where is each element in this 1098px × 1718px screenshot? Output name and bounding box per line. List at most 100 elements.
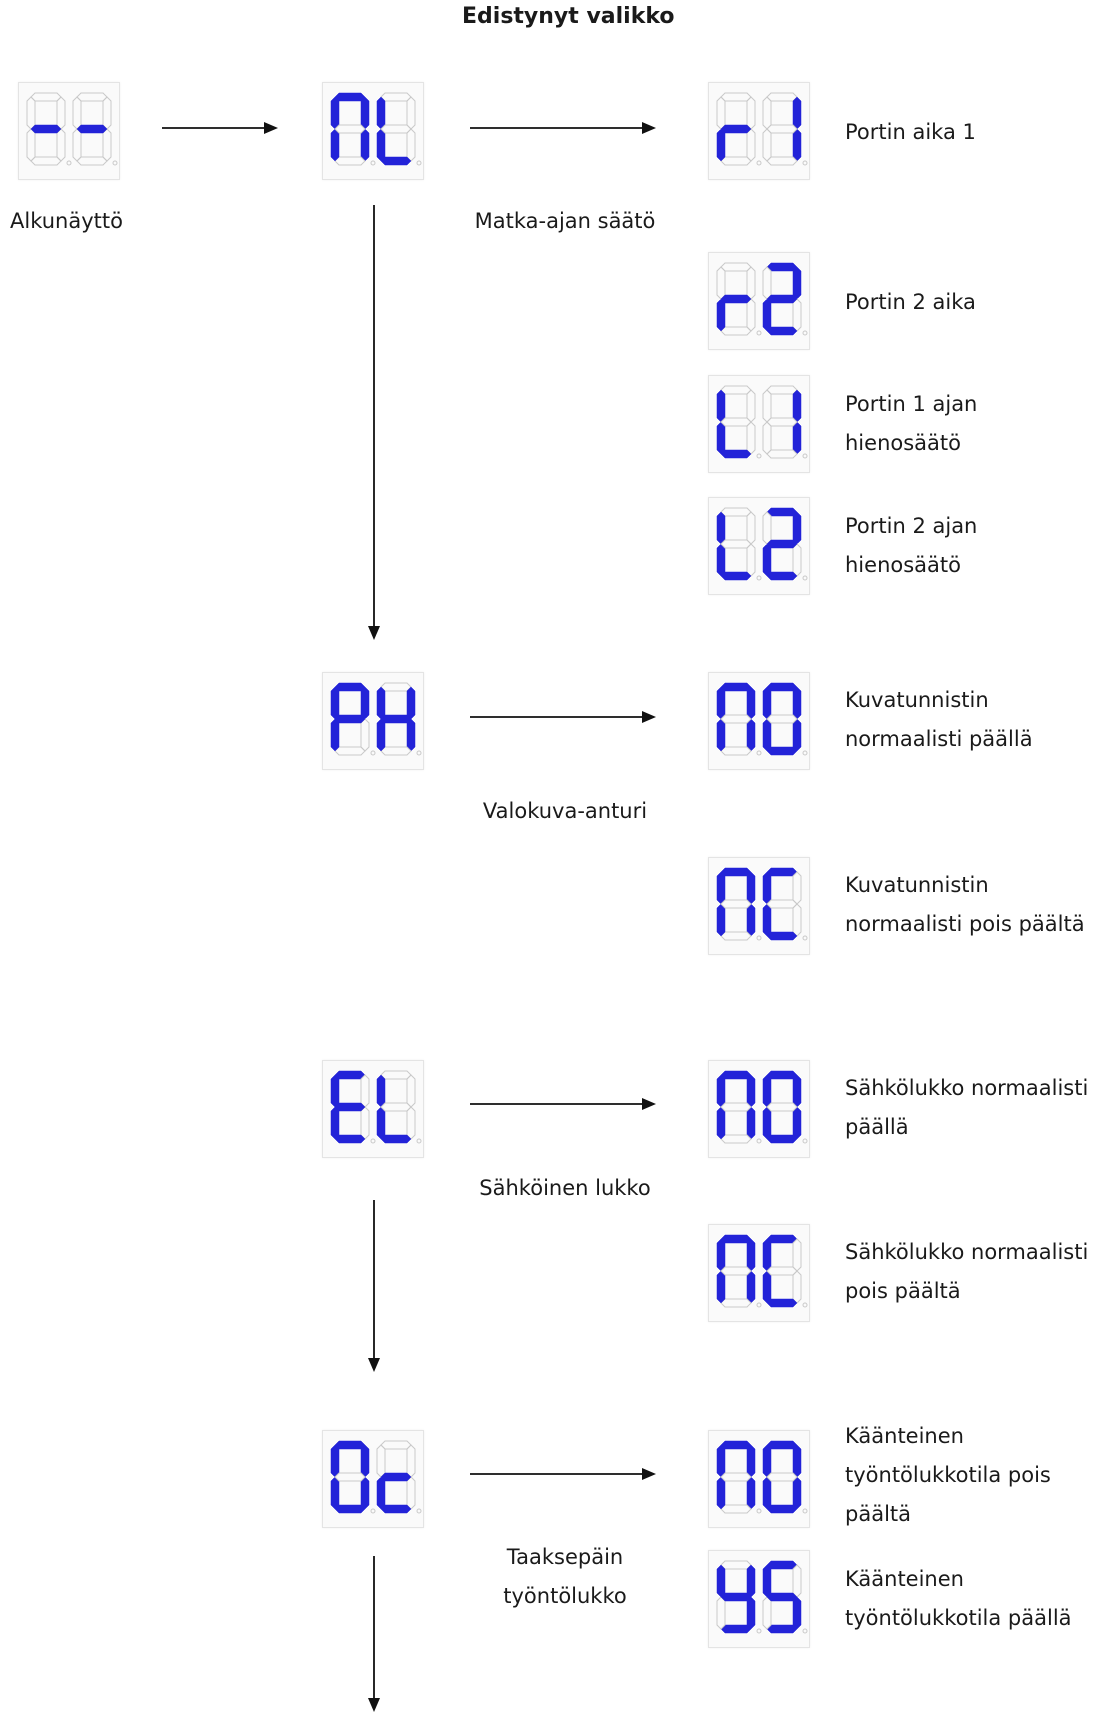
segment-f-on <box>762 1444 772 1478</box>
segment-c-off <box>56 128 66 162</box>
segment-a-off <box>720 1560 752 1570</box>
menu-label-travel-time: Matka-ajan säätö <box>474 209 656 233</box>
segment-b-on <box>792 686 802 720</box>
segment-c-on <box>792 1596 802 1630</box>
segment-e-on <box>762 903 772 937</box>
arrowhead <box>368 1358 380 1372</box>
segment-f-off <box>716 96 726 130</box>
segment-a-on <box>766 867 798 877</box>
segment-e-on <box>762 298 772 332</box>
segment-c-off <box>360 718 370 752</box>
arrow-reverse-push-lock-continue <box>368 1556 380 1712</box>
segment-g-on <box>720 124 752 134</box>
segment-e-on <box>762 543 772 577</box>
segment-c-on <box>792 1106 802 1140</box>
segment-f-off <box>762 389 772 423</box>
decimal-point <box>802 935 808 941</box>
segment-c-on <box>746 1270 756 1304</box>
segment-g-on <box>720 294 752 304</box>
decimal-point <box>756 575 762 581</box>
segment-f-off <box>26 96 36 130</box>
segment-f-off <box>376 1444 386 1478</box>
display-option-l1 <box>708 375 810 473</box>
segment-g-off <box>720 417 752 427</box>
segment-d-off <box>766 449 798 459</box>
segment-a-on <box>766 1440 798 1450</box>
segment-b-on <box>792 266 802 300</box>
seven-segment-digits <box>716 507 808 581</box>
segment-f-on <box>716 1564 726 1598</box>
seven-segment-digits <box>716 92 808 166</box>
segment-d-off <box>720 931 752 941</box>
segment-d-on <box>766 1298 798 1308</box>
segment-f-on <box>376 1074 386 1108</box>
segment-d-on <box>766 571 798 581</box>
arrowhead <box>642 711 656 723</box>
segment-g-off <box>766 417 798 427</box>
segment-d-on <box>766 326 798 336</box>
segment-e-on <box>330 1476 340 1510</box>
segment-a-on <box>766 682 798 692</box>
arrowhead <box>368 626 380 640</box>
segment-d-off <box>76 156 108 166</box>
segment-e-off <box>72 128 82 162</box>
display-menu-photo-sensor <box>322 672 424 770</box>
arrow-start-to-travel-time <box>162 122 278 134</box>
segment-a-off <box>76 92 108 102</box>
segment-f-on <box>376 686 386 720</box>
segment-a-off <box>720 385 752 395</box>
display-option-l2 <box>708 497 810 595</box>
segment-g-off <box>766 1472 798 1482</box>
arrowhead <box>264 122 278 134</box>
seven-segment-digits <box>716 1560 808 1634</box>
display-menu-reverse-push-lock <box>322 1430 424 1528</box>
segment-d-off <box>720 1134 752 1144</box>
segment-f-off <box>762 511 772 545</box>
segment-a-off <box>766 92 798 102</box>
decimal-point <box>756 330 762 336</box>
segment-c-on <box>746 718 756 752</box>
option-text-l2: Portin 2 ajan hienosäätö <box>845 514 978 577</box>
segment-g-off <box>766 124 798 134</box>
segment-b-on <box>746 1564 756 1598</box>
segment-e-on <box>376 128 386 162</box>
segment-e-off <box>762 421 772 455</box>
segment-g-off <box>334 1472 366 1482</box>
segment-c-on <box>360 1476 370 1510</box>
segment-g-off <box>334 124 366 134</box>
arrow-electric-lock-to-options <box>470 1098 656 1110</box>
option-text-lock-no: Sähkölukko normaalisti päällä <box>845 1076 1089 1139</box>
decimal-point <box>416 750 422 756</box>
segment-d-off <box>720 156 752 166</box>
seven-segment-digits <box>716 1440 808 1514</box>
segment-f-on <box>762 1238 772 1272</box>
segment-f-on <box>762 1564 772 1598</box>
segment-f-on <box>716 686 726 720</box>
segment-g-on <box>334 714 366 724</box>
segment-d-on <box>720 571 752 581</box>
decimal-point <box>370 750 376 756</box>
segment-e-on <box>716 718 726 752</box>
segment-b-on <box>792 1074 802 1108</box>
segment-d-on <box>380 1134 412 1144</box>
option-text-photo-nc: Kuvatunnistin normaalisti pois päältä <box>845 873 1085 936</box>
segment-a-off <box>380 1070 412 1080</box>
start-label: Alkunäyttö <box>10 209 123 233</box>
segment-c-off <box>746 128 756 162</box>
segment-d-off <box>720 1504 752 1514</box>
segment-f-on <box>716 389 726 423</box>
seven-segment-digits <box>330 682 422 756</box>
segment-c-off <box>102 128 112 162</box>
segment-e-off <box>716 1596 726 1630</box>
display-option-photo-nc <box>708 857 810 955</box>
segment-e-on <box>330 718 340 752</box>
decimal-point <box>756 1302 762 1308</box>
segment-a-on <box>766 262 798 272</box>
seven-segment-digits <box>716 1234 808 1308</box>
segment-e-on <box>716 421 726 455</box>
segment-g-on <box>766 1592 798 1602</box>
seven-segment-digits <box>716 385 808 459</box>
segment-g-on <box>766 539 798 549</box>
decimal-point <box>802 575 808 581</box>
display-option-r1 <box>708 82 810 180</box>
